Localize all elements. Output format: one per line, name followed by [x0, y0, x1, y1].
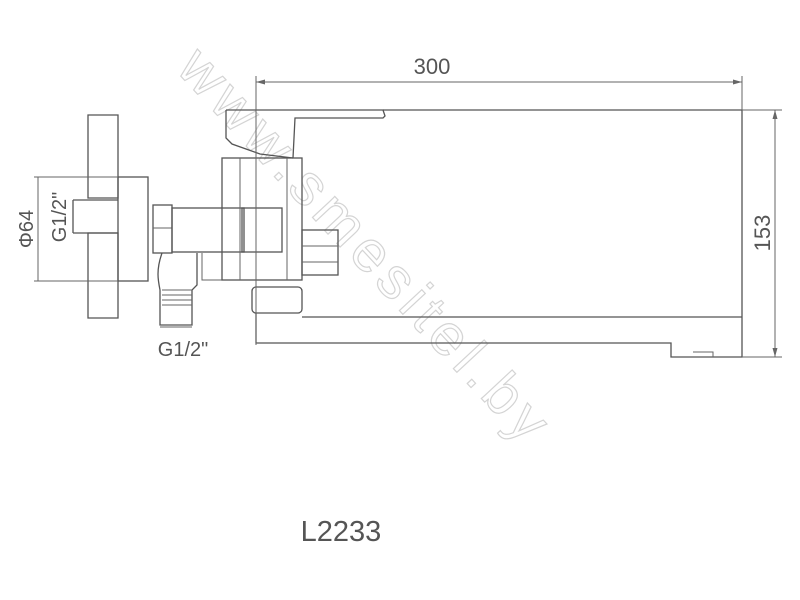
dimension-flange: Φ64: [16, 176, 118, 282]
spout-nut: [251, 286, 303, 314]
flange: [117, 176, 149, 282]
lever-handle: [225, 109, 386, 159]
dimension-flange-label: Φ64: [16, 210, 38, 248]
dimension-length: 300: [255, 54, 743, 345]
diverter-knob: [301, 229, 339, 276]
model-number: L2233: [301, 516, 382, 548]
wall-pipe: [72, 199, 118, 234]
dimension-wall-thread: G1/2": [49, 192, 71, 242]
shower-outlet: [157, 252, 198, 326]
dimension-outlet-thread-label: G1/2": [158, 339, 208, 361]
eccentric-nut: [152, 204, 173, 254]
dimension-wall-thread-label: G1/2": [49, 192, 71, 242]
mixer-body: [221, 157, 303, 281]
dimension-height-label: 153: [750, 215, 775, 252]
dimension-height: 153: [742, 109, 782, 358]
connector-pipe: [171, 207, 245, 253]
watermark: www.smesitel.by: [165, 34, 567, 458]
wall-section: [87, 114, 119, 319]
dimension-length-label: 300: [414, 54, 451, 79]
